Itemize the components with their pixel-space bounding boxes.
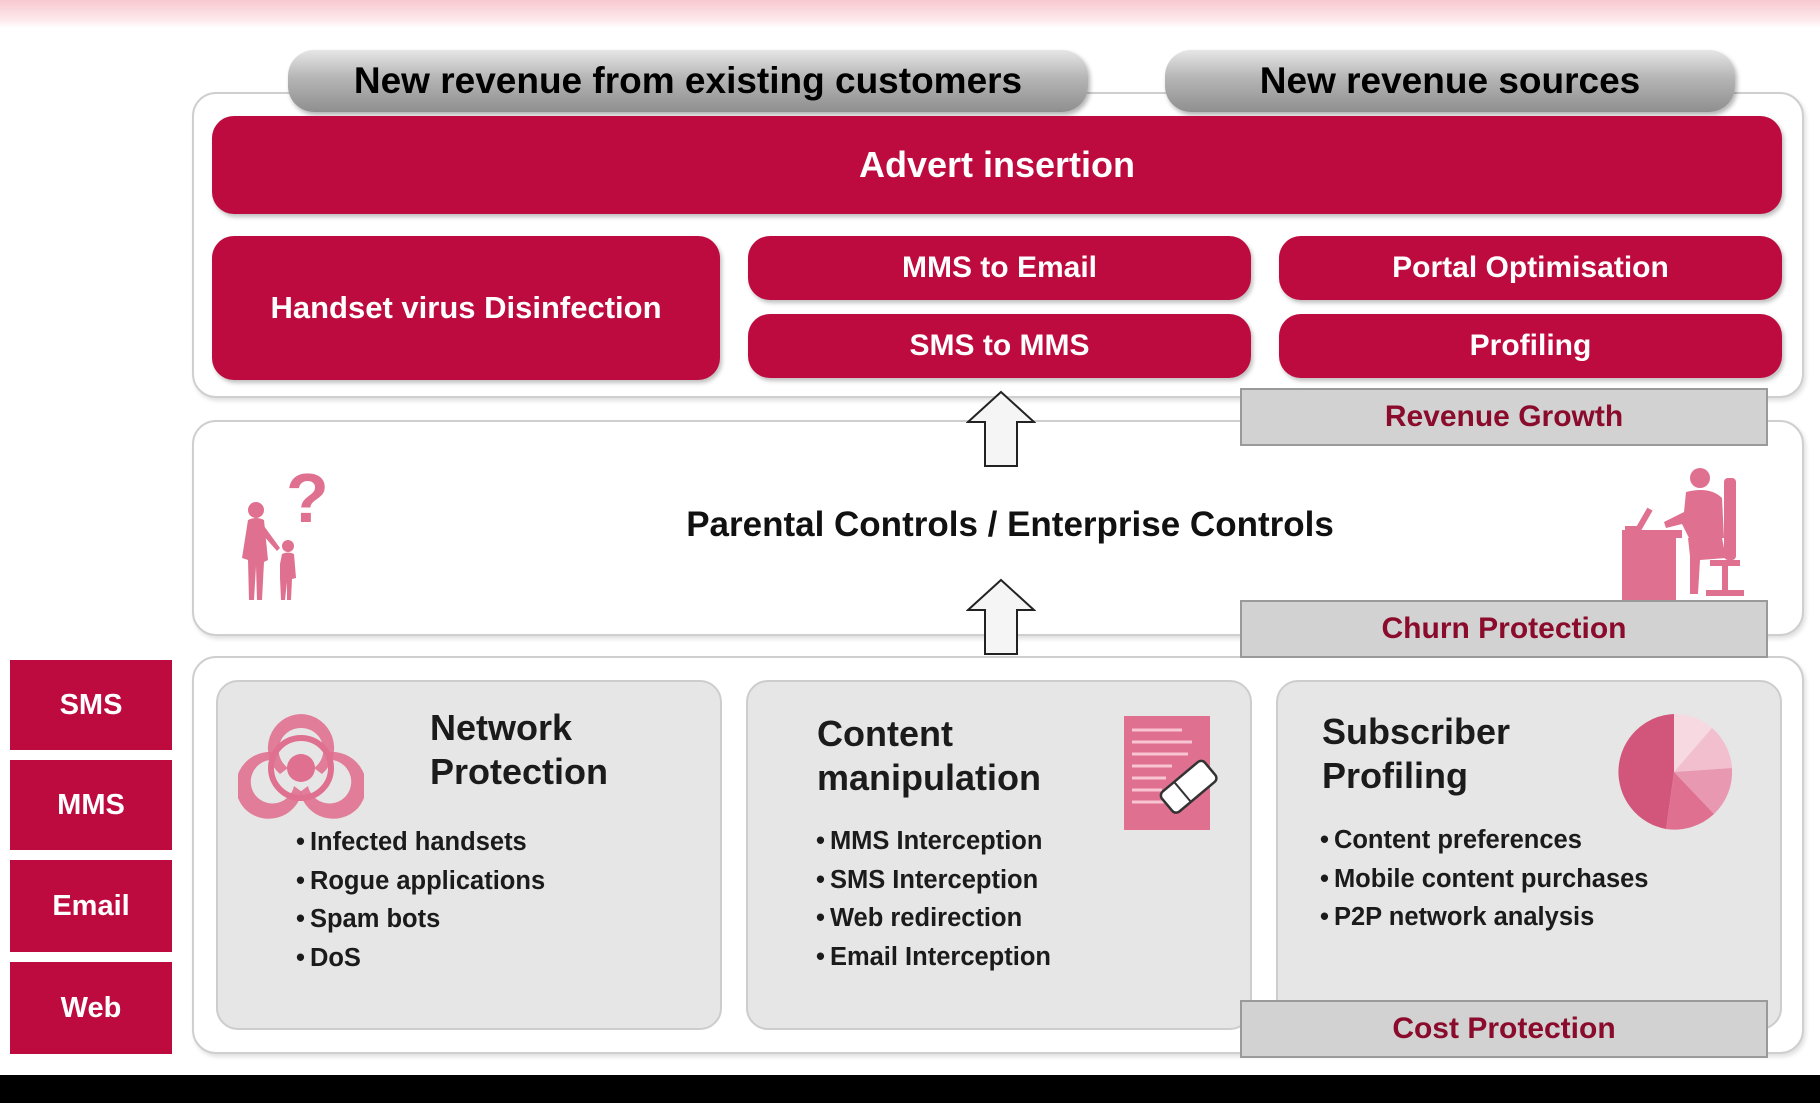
- profiling-box: Profiling: [1279, 314, 1782, 378]
- card-title-line: Network: [430, 707, 573, 748]
- handset-virus-box: Handset virus Disinfection: [212, 236, 720, 380]
- subscriber-profiling-title: Subscriber Profiling: [1322, 710, 1622, 798]
- header-pill-new-sources: New revenue sources: [1165, 50, 1735, 112]
- bottom-black-bar: [0, 1075, 1820, 1103]
- content-manipulation-title: Content manipulation: [817, 712, 1117, 800]
- subscriber-profiling-bullets: Content preferences Mobile content purch…: [1320, 821, 1649, 937]
- top-gradient-bar: [0, 0, 1820, 28]
- pie-chart-icon: [1618, 713, 1733, 830]
- cost-protection-label: Cost Protection: [1240, 1000, 1768, 1058]
- card-title-line: Protection: [430, 751, 609, 792]
- up-arrow-to-revenue: [966, 390, 1036, 467]
- portal-optimisation-box: Portal Optimisation: [1279, 236, 1782, 300]
- side-channel-mms: MMS: [10, 760, 172, 850]
- network-protection-title: Network Protection: [430, 706, 690, 794]
- controls-title: Parental Controls / Enterprise Controls: [686, 505, 1334, 544]
- list-item: Infected handsets: [296, 823, 545, 862]
- biohazard-icon: [238, 714, 364, 819]
- card-title-line: Content: [817, 713, 953, 754]
- list-item: DoS: [296, 939, 545, 978]
- side-channel-web: Web: [10, 962, 172, 1054]
- list-item: SMS Interception: [816, 861, 1051, 900]
- document-eraser-icon: [1124, 716, 1218, 830]
- up-arrow-to-controls: [966, 578, 1036, 655]
- card-title-line: manipulation: [817, 757, 1041, 798]
- office-worker-icon: [1622, 468, 1744, 600]
- list-item: Web redirection: [816, 899, 1051, 938]
- svg-text:?: ?: [286, 460, 329, 537]
- sms-to-mms-box: SMS to MMS: [748, 314, 1251, 378]
- content-manipulation-bullets: MMS Interception SMS Interception Web re…: [816, 822, 1051, 976]
- revenue-growth-label: Revenue Growth: [1240, 388, 1768, 446]
- list-item: Content preferences: [1320, 821, 1649, 860]
- mms-to-email-box: MMS to Email: [748, 236, 1251, 300]
- list-item: Mobile content purchases: [1320, 860, 1649, 899]
- header-pill-existing-customers: New revenue from existing customers: [288, 50, 1088, 112]
- list-item: Rogue applications: [296, 862, 545, 901]
- parent-child-icon: ?: [242, 460, 329, 600]
- network-protection-bullets: Infected handsets Rogue applications Spa…: [296, 823, 545, 977]
- list-item: MMS Interception: [816, 822, 1051, 861]
- side-channel-email: Email: [10, 860, 172, 952]
- side-channel-sms: SMS: [10, 660, 172, 750]
- list-item: Spam bots: [296, 900, 545, 939]
- card-title-line: Subscriber: [1322, 711, 1511, 752]
- list-item: P2P network analysis: [1320, 898, 1649, 937]
- churn-protection-label: Churn Protection: [1240, 600, 1768, 658]
- list-item: Email Interception: [816, 938, 1051, 977]
- advert-insertion-box: Advert insertion: [212, 116, 1782, 214]
- card-title-line: Profiling: [1322, 755, 1468, 796]
